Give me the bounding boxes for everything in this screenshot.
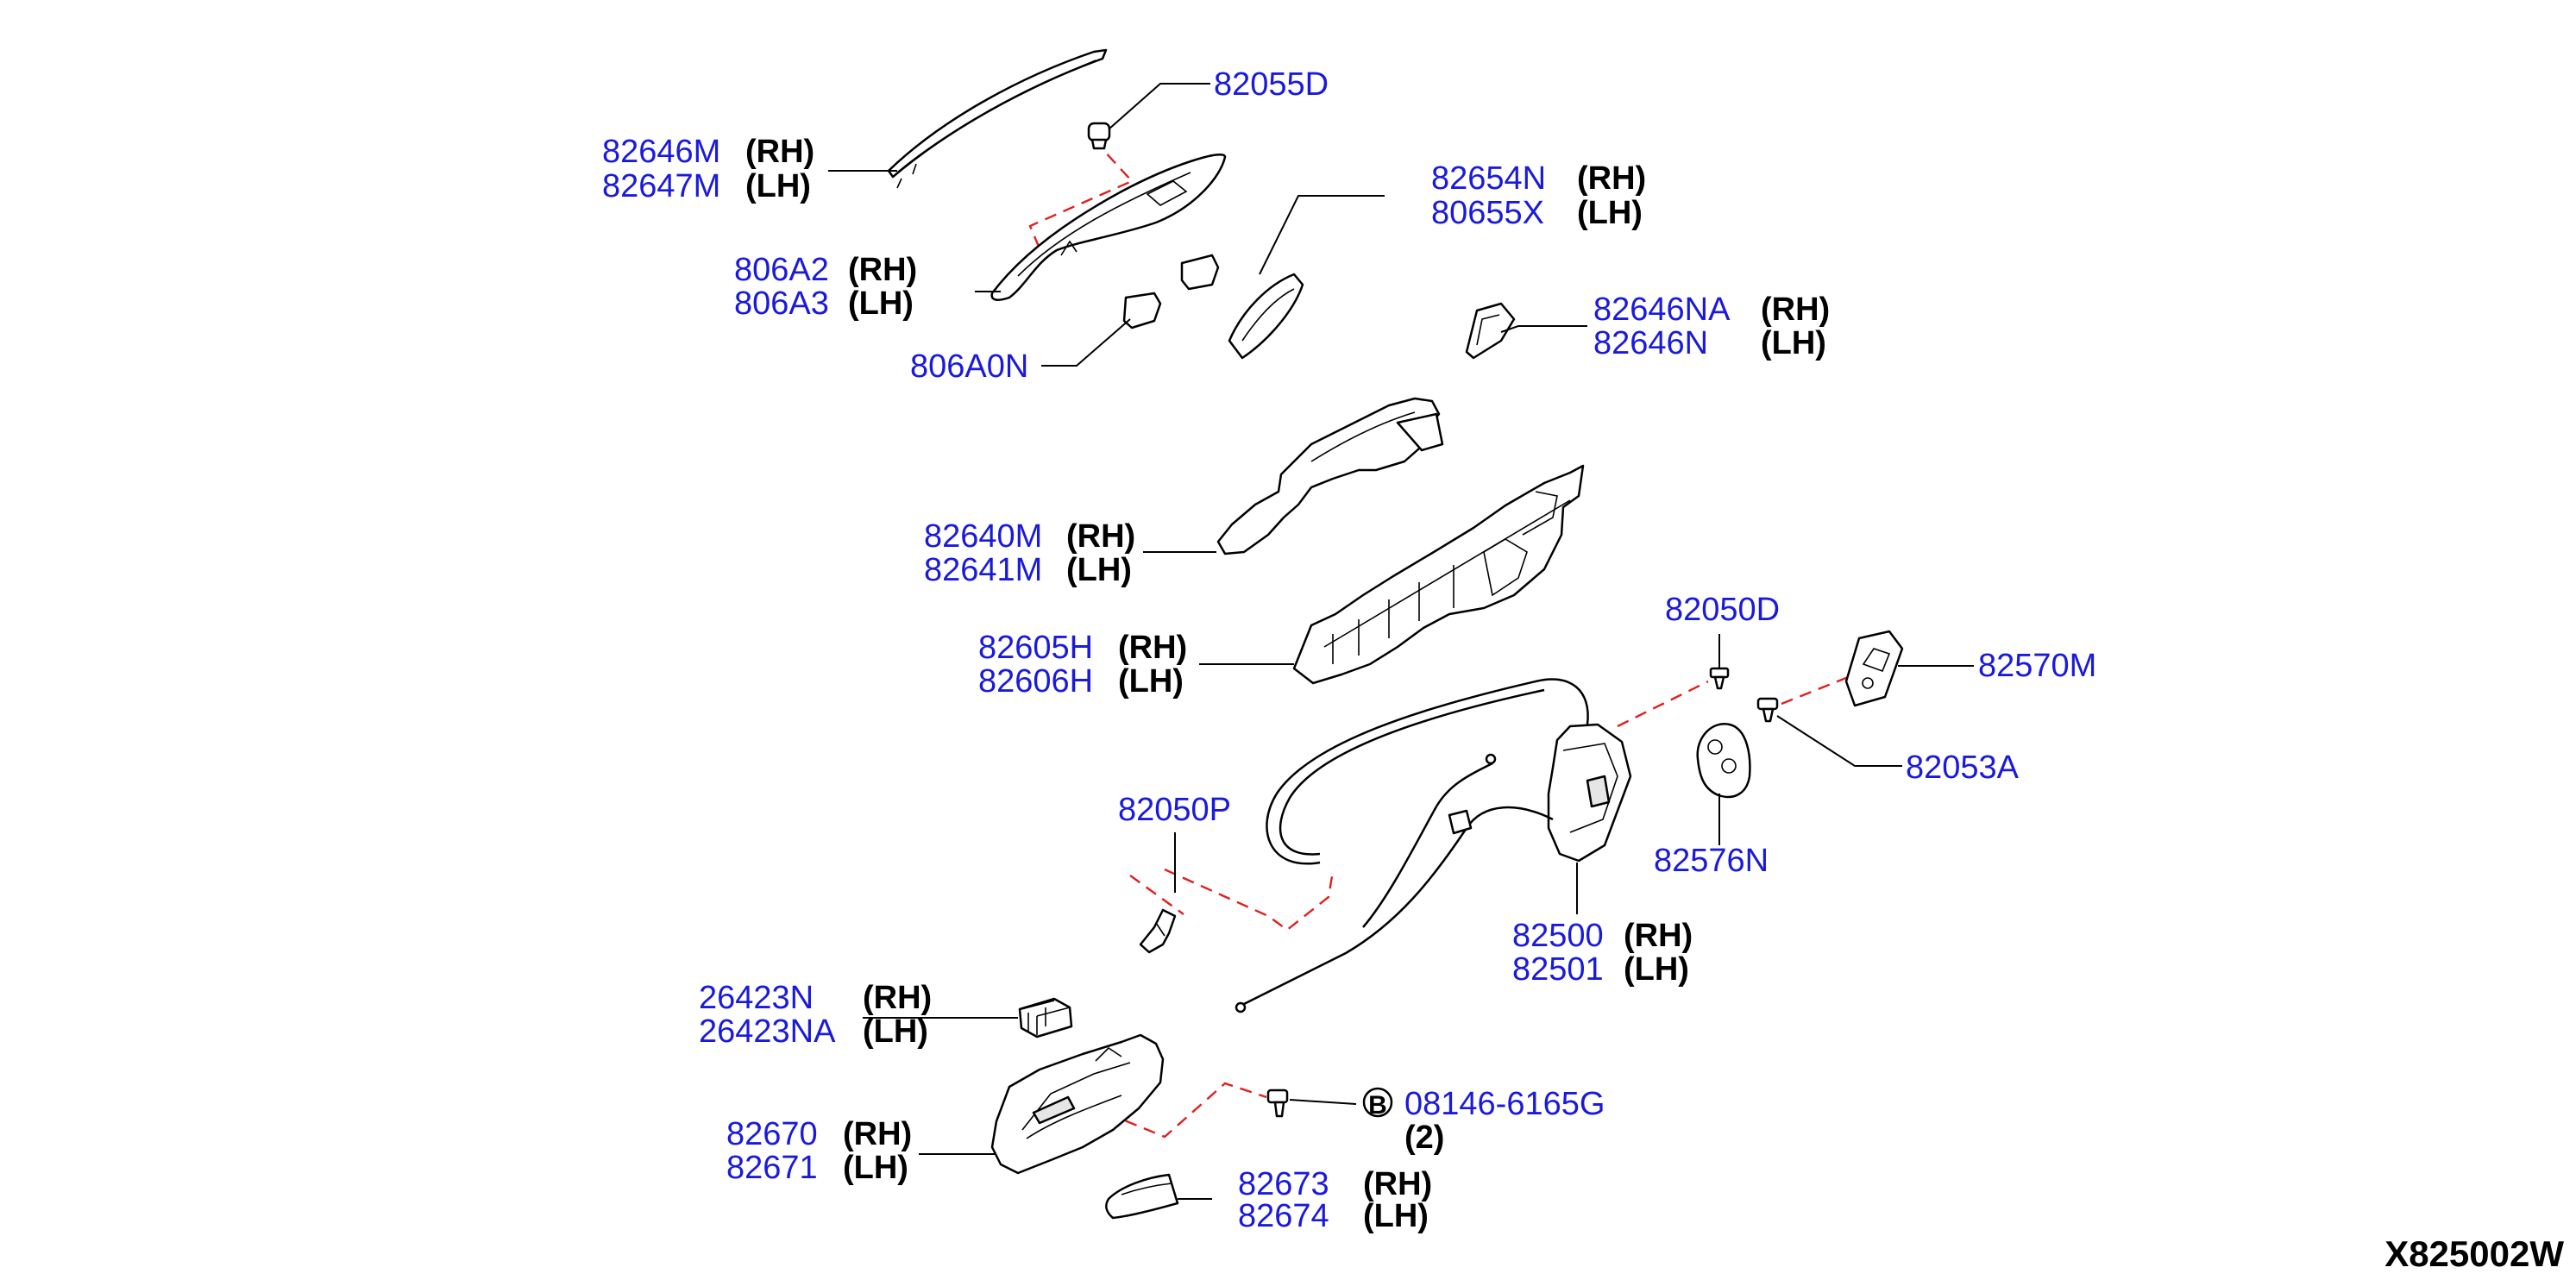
inside-handle-part	[990, 1033, 1165, 1175]
handle-clip-part	[1122, 254, 1220, 329]
side-rh: (RH)	[1363, 1166, 1432, 1202]
label-26423N: 26423N (RH) 26423NA (LH)	[699, 980, 932, 1050]
part-number: 82055D	[1214, 66, 1329, 103]
label-82053A: 82053A	[1906, 750, 2020, 786]
label-82500: 82500 (RH) 82501 (LH)	[1512, 918, 1693, 988]
side-rh: (RH)	[1761, 292, 1830, 328]
label-82654N: 82654N (RH) 80655X (LH)	[1431, 160, 1646, 231]
part-number-rh: 82640M	[924, 518, 1042, 555]
handle-gasket-part	[1228, 273, 1304, 360]
part-number: 82050D	[1665, 592, 1780, 628]
label-806A2: 806A2 (RH) 806A3 (LH)	[734, 252, 917, 322]
side-lh: (LH)	[843, 1150, 908, 1186]
part-number-rh: 82646NA	[1593, 292, 1731, 328]
part-number: 82576N	[1654, 843, 1769, 879]
part-number-lh: 82674	[1238, 1198, 1329, 1234]
part-number: 82053A	[1906, 750, 2020, 786]
part-number-lh: 80655X	[1431, 195, 1544, 231]
side-lh: (LH)	[1118, 663, 1184, 700]
label-82570M: 82570M	[1978, 648, 2096, 684]
side-rh: (RH)	[1118, 630, 1187, 666]
side-lh: (LH)	[1577, 195, 1643, 231]
side-lh: (LH)	[1761, 325, 1826, 361]
part-number-lh: 82671	[726, 1150, 818, 1186]
side-rh: (RH)	[1577, 160, 1646, 197]
side-rh: (RH)	[1624, 918, 1693, 954]
handle-bracket-part	[1292, 464, 1585, 685]
part-number: 82050P	[1118, 792, 1231, 828]
screw-82055D-part	[1087, 122, 1111, 150]
screw-82050D-part	[1709, 667, 1730, 690]
side-lh: (LH)	[1363, 1198, 1429, 1234]
part-number-rh: 82605H	[978, 630, 1093, 666]
part-number-lh: 82647M	[602, 168, 720, 204]
switch-part	[1018, 997, 1073, 1038]
label-82050P: 82050P	[1118, 792, 1231, 828]
callout-b-icon	[1362, 1087, 1393, 1118]
side-rh: (RH)	[863, 980, 932, 1016]
label-82670: 82670 (RH) 82671 (LH)	[726, 1116, 912, 1186]
part-number-rh: 82500	[1512, 918, 1604, 954]
outside-handle-part	[1216, 397, 1444, 555]
label-08146-6165G: B 08146-6165G (2)	[1362, 1086, 1605, 1156]
diagram-code: X825002W	[2384, 1233, 2564, 1274]
label-82605H: 82605H (RH) 82606H (LH)	[978, 630, 1187, 700]
handle-seal-strip-part	[887, 48, 1108, 189]
key-cylinder-cap-part	[1465, 302, 1516, 360]
label-806A0N: 806A0N	[910, 348, 1028, 385]
side-rh: (RH)	[843, 1116, 912, 1152]
escutcheon-part	[1105, 1173, 1179, 1220]
part-number-rh: 26423N	[699, 980, 814, 1016]
label-82646M: 82646M (RH) 82647M (LH)	[602, 134, 814, 204]
side-lh: (LH)	[863, 1013, 928, 1050]
leader-lines	[828, 83, 1974, 1200]
callout-b-letter: B	[1368, 1091, 1387, 1120]
part-number-lh: 82646N	[1593, 325, 1708, 361]
quantity: (2)	[1404, 1120, 1444, 1156]
part-number-rh: 82646M	[602, 134, 720, 170]
label-82646NA: 82646NA (RH) 82646N (LH)	[1593, 292, 1830, 361]
side-lh: (LH)	[745, 168, 811, 204]
label-82055D: 82055D	[1214, 66, 1329, 103]
side-lh: (LH)	[1066, 552, 1132, 588]
striker-part	[1844, 630, 1904, 707]
screw-82053A-part	[1756, 697, 1779, 723]
part-number-rh: 82670	[726, 1116, 818, 1152]
outside-handle-grip-part	[990, 154, 1227, 301]
door-lock-actuator-part	[1235, 678, 1632, 1013]
part-number: 82570M	[1978, 648, 2096, 684]
part-number-lh: 82501	[1512, 951, 1604, 988]
striker-shim-plate-part	[1696, 722, 1751, 799]
label-82050D: 82050D	[1665, 592, 1780, 628]
part-number-rh: 82673	[1238, 1166, 1329, 1202]
reference-lines	[1028, 139, 1856, 1139]
part-number: 08146-6165G	[1404, 1086, 1605, 1122]
bolt-part	[1266, 1089, 1289, 1118]
side-lh: (LH)	[1624, 951, 1689, 988]
part-number-rh: 82654N	[1431, 160, 1546, 197]
label-82673: 82673 (RH) 82674 (LH)	[1238, 1166, 1432, 1234]
side-rh: (RH)	[848, 252, 917, 288]
label-82640M: 82640M (RH) 82641M (LH)	[924, 518, 1135, 588]
part-number-lh: 26423NA	[699, 1013, 836, 1050]
part-number-lh: 82641M	[924, 552, 1042, 588]
part-number: 806A0N	[910, 348, 1028, 385]
label-82576N: 82576N	[1654, 843, 1769, 879]
side-lh: (LH)	[848, 285, 914, 322]
side-rh: (RH)	[1066, 518, 1135, 555]
rod-clip-part	[1139, 908, 1177, 954]
part-number-rh: 806A2	[734, 252, 829, 288]
part-number-lh: 806A3	[734, 285, 829, 322]
side-rh: (RH)	[745, 134, 814, 170]
part-number-lh: 82606H	[978, 663, 1093, 700]
